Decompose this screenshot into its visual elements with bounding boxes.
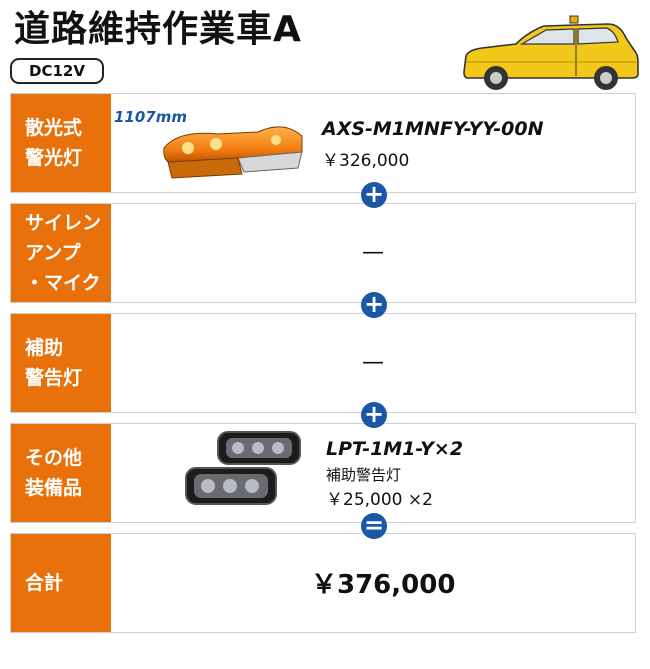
row-label: 補助 警告灯	[11, 314, 111, 412]
row-aux-light: 補助 警告灯	[10, 313, 636, 413]
row-light-bar: 散光式 警光灯	[10, 93, 636, 193]
voltage-badge: DC12V	[10, 58, 104, 84]
other-description: 補助警告灯	[326, 466, 402, 484]
warning-light-image	[185, 431, 301, 505]
plus-icon: +	[361, 292, 387, 318]
row-label: 合計	[11, 534, 111, 632]
siren-value: —	[362, 240, 384, 265]
plus-icon: +	[361, 182, 387, 208]
plus-icon: +	[361, 402, 387, 428]
total-price: ￥376,000	[311, 570, 456, 600]
lightbar-price: ￥326,000	[322, 151, 410, 171]
car-icon	[463, 15, 639, 90]
row-siren-amp: サイレン アンプ ・マイク	[10, 203, 636, 303]
row-total: 合計 ￥376,000	[10, 533, 636, 633]
other-model: LPT-1M1-Y×2	[326, 438, 464, 460]
row-label: 散光式 警光灯	[11, 94, 111, 192]
page-title: 道路維持作業車A	[14, 9, 302, 50]
aux-value: —	[362, 350, 384, 375]
lightbar-length: 1107mm	[114, 108, 188, 126]
light-bar-image	[163, 126, 303, 179]
other-price: ￥25,000 ×2	[326, 490, 433, 510]
row-label: その他 装備品	[11, 424, 111, 522]
lightbar-model: AXS-M1MNFY-YY-00N	[322, 118, 544, 140]
equals-icon: =	[361, 513, 387, 539]
row-other-equipment: その他 装備品	[10, 423, 636, 523]
row-label: サイレン アンプ ・マイク	[11, 204, 111, 302]
